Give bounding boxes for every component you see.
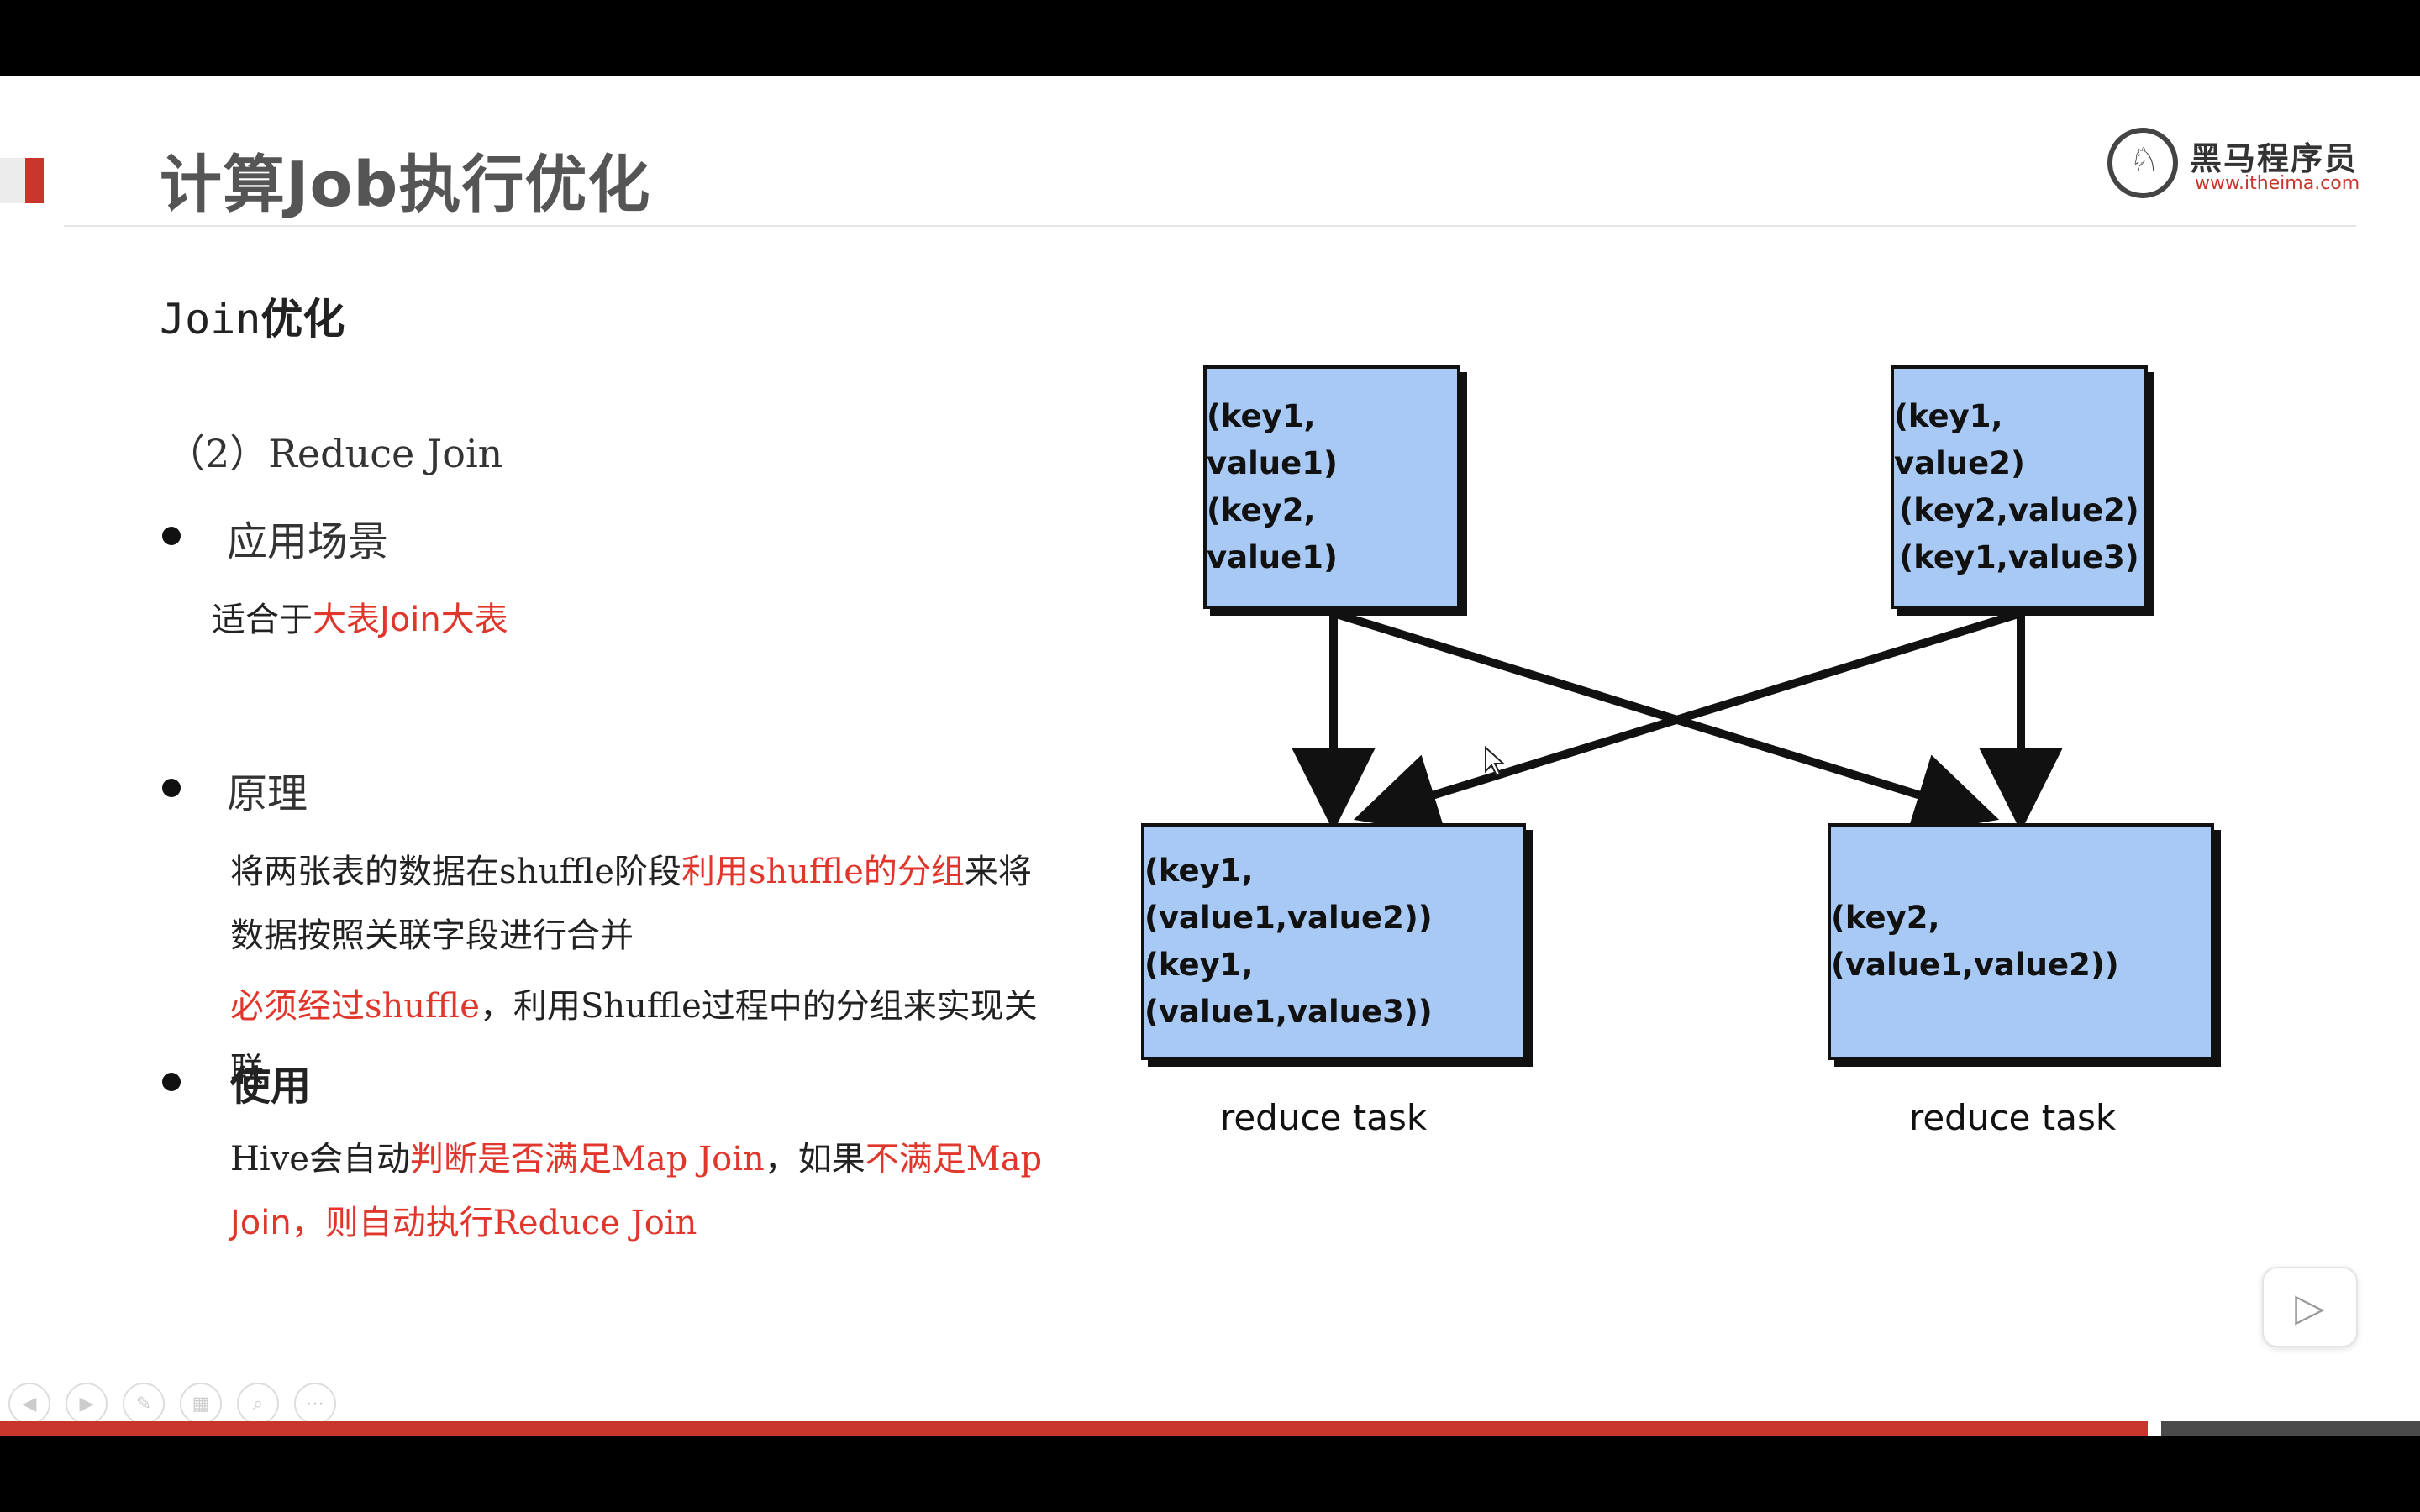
- diagram-arrows: [1292, 609, 2063, 836]
- text-run: 利用: [681, 853, 749, 891]
- bullet-usage: 使用: [230, 1063, 312, 1110]
- text-run: ，如果: [764, 1140, 865, 1179]
- subtitle: Join优化: [160, 286, 345, 346]
- caption-reduce-task-right: reduce task: [1909, 1097, 2117, 1138]
- text-run: Join，则自动执行: [230, 1204, 493, 1242]
- usage-line-2: Join，则自动执行Reduce Join: [230, 1191, 697, 1255]
- box-line: (key1, value1): [1207, 398, 1338, 481]
- principle-line-1: 将两张表的数据在shuffle阶段利用shuffle的分组来将: [230, 840, 1032, 904]
- box-line: (key1,(value1,value3)): [1144, 947, 1433, 1030]
- more-icon[interactable]: ⋯: [294, 1383, 336, 1425]
- box-line: (key1, value2): [1894, 398, 2025, 481]
- bullet-dot-icon: [162, 527, 181, 545]
- arrow-cross-left-to-right: [1332, 609, 2000, 836]
- logo-url: www.itheima.com: [2195, 173, 2360, 194]
- text-run: shuffle: [499, 853, 614, 891]
- slide-nav-toolbar: ◀ ▶ ✎ ▦ ⌕ ⋯: [8, 1383, 336, 1425]
- pen-icon[interactable]: ✎: [123, 1383, 165, 1425]
- text-run: ，利用: [479, 987, 581, 1026]
- map-output-box-left: (key1, value1) (key2, value1): [1203, 365, 1460, 609]
- text-run: 不满足: [865, 1140, 966, 1179]
- box-line: (key2,value2): [1899, 492, 2139, 528]
- text-run: Map Join: [611, 1140, 765, 1179]
- text-run: 的分组: [863, 853, 965, 891]
- box-line: (key2, value1): [1207, 492, 1338, 575]
- scene-text: 适合于大表Join大表: [212, 588, 508, 652]
- text-run: 过程中的分组来实现关: [701, 987, 1038, 1026]
- text-run: 会自动: [308, 1140, 410, 1179]
- principle-line-3: 必须经过shuffle，利用Shuffle过程中的分组来实现关: [230, 974, 1038, 1038]
- reduce-box-left: (key1,(value1,value2)) (key1,(value1,val…: [1141, 823, 1526, 1060]
- scene-text-a: 适合于: [212, 601, 313, 639]
- reduce-box-right: (key2,(value1,value2)): [1828, 823, 2214, 1060]
- brand-logo: ♘ 黑马程序员 www.itheima.com: [2107, 128, 2360, 203]
- slide-title: 计算Job执行优化: [160, 149, 651, 221]
- box-line: (key2,(value1,value2)): [1831, 900, 2119, 983]
- slide: 计算Job执行优化 ♘ 黑马程序员 www.itheima.com Join优化…: [0, 76, 2420, 1436]
- text-run: Reduce Join: [492, 1204, 697, 1242]
- text-run: shuffle: [365, 987, 480, 1026]
- bullet-scene: 应用场景: [227, 518, 389, 565]
- principle-line-2: 数据按照关联字段进行合并: [230, 916, 634, 955]
- map-output-box-right: (key1, value2) (key2,value2) (key1,value…: [1891, 365, 2148, 609]
- prev-slide-icon[interactable]: ◀: [8, 1383, 50, 1425]
- text-run: Map: [965, 1140, 1043, 1179]
- text-run: 必须经过: [230, 987, 365, 1026]
- usage-line-1: Hive会自动判断是否满足Map Join，如果不满足Map: [230, 1127, 1042, 1191]
- principle-line-4: 联: [230, 1051, 264, 1089]
- text-run: 判断是否满足: [409, 1140, 612, 1179]
- box-line: (key1,(value1,value2)): [1144, 853, 1433, 936]
- next-slide-icon[interactable]: ▶: [66, 1383, 108, 1425]
- scene-text-b: 大表Join大表: [313, 601, 508, 639]
- text-run: Hive: [230, 1140, 309, 1179]
- subtitle-suffix: 优化: [260, 295, 345, 344]
- side-mark: [0, 158, 25, 203]
- zoom-icon[interactable]: ⌕: [237, 1383, 279, 1425]
- play-button[interactable]: ▷: [2262, 1267, 2358, 1347]
- horse-logo-icon: ♘: [2107, 128, 2178, 198]
- title-divider: [64, 225, 2356, 227]
- bullet-principle: 原理: [227, 770, 308, 817]
- subtitle-prefix: Join: [160, 295, 261, 344]
- video-progress-played[interactable]: [0, 1421, 2148, 1436]
- logo-name: 黑马程序员: [2190, 140, 2359, 177]
- mouse-cursor-icon: [1485, 745, 1506, 777]
- slides-grid-icon[interactable]: ▦: [180, 1383, 222, 1425]
- caption-reduce-task-left: reduce task: [1220, 1097, 1428, 1138]
- arrow-cross-right-to-left: [1353, 609, 2023, 836]
- side-mark-accent: [25, 158, 44, 203]
- text-run: 来将: [964, 853, 1032, 891]
- text-run: shuffle: [748, 853, 864, 891]
- bullet-dot-icon: [162, 779, 181, 797]
- text-run: Shuffle: [580, 987, 702, 1026]
- bullet-dot-icon: [162, 1073, 181, 1091]
- play-icon: ▷: [2295, 1284, 2325, 1330]
- text-run: 将两张表的数据在: [230, 853, 499, 891]
- text-run: 阶段: [613, 853, 681, 891]
- box-line: (key1,value3): [1899, 539, 2139, 575]
- video-progress-remaining[interactable]: [2161, 1421, 2420, 1436]
- section-heading: （2）Reduce Join: [166, 431, 503, 476]
